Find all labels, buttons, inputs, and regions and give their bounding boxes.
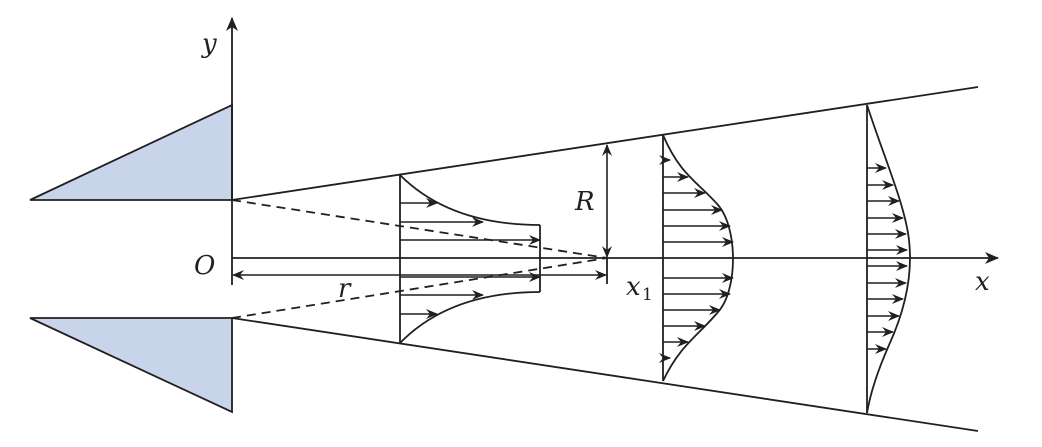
section-3-profile	[866, 104, 911, 414]
lower-jet-boundary	[231, 317, 979, 432]
y-axis-label: y	[201, 29, 217, 59]
section-2-profile	[659, 134, 734, 382]
r-label: r	[338, 274, 352, 304]
x1-label-base: x	[626, 272, 641, 302]
upper-jet-boundary	[231, 86, 979, 201]
x-axis-label: x	[975, 267, 990, 297]
lower-dashed-line	[231, 257, 608, 319]
x1-label-subscript: 1	[642, 285, 653, 305]
section-1-profile	[399, 174, 541, 344]
R-label: R	[574, 187, 595, 217]
upper-nozzle-wall	[29, 103, 233, 201]
upper-dashed-line	[231, 199, 608, 259]
origin-label: O	[194, 251, 215, 281]
lower-nozzle-wall	[29, 317, 233, 414]
